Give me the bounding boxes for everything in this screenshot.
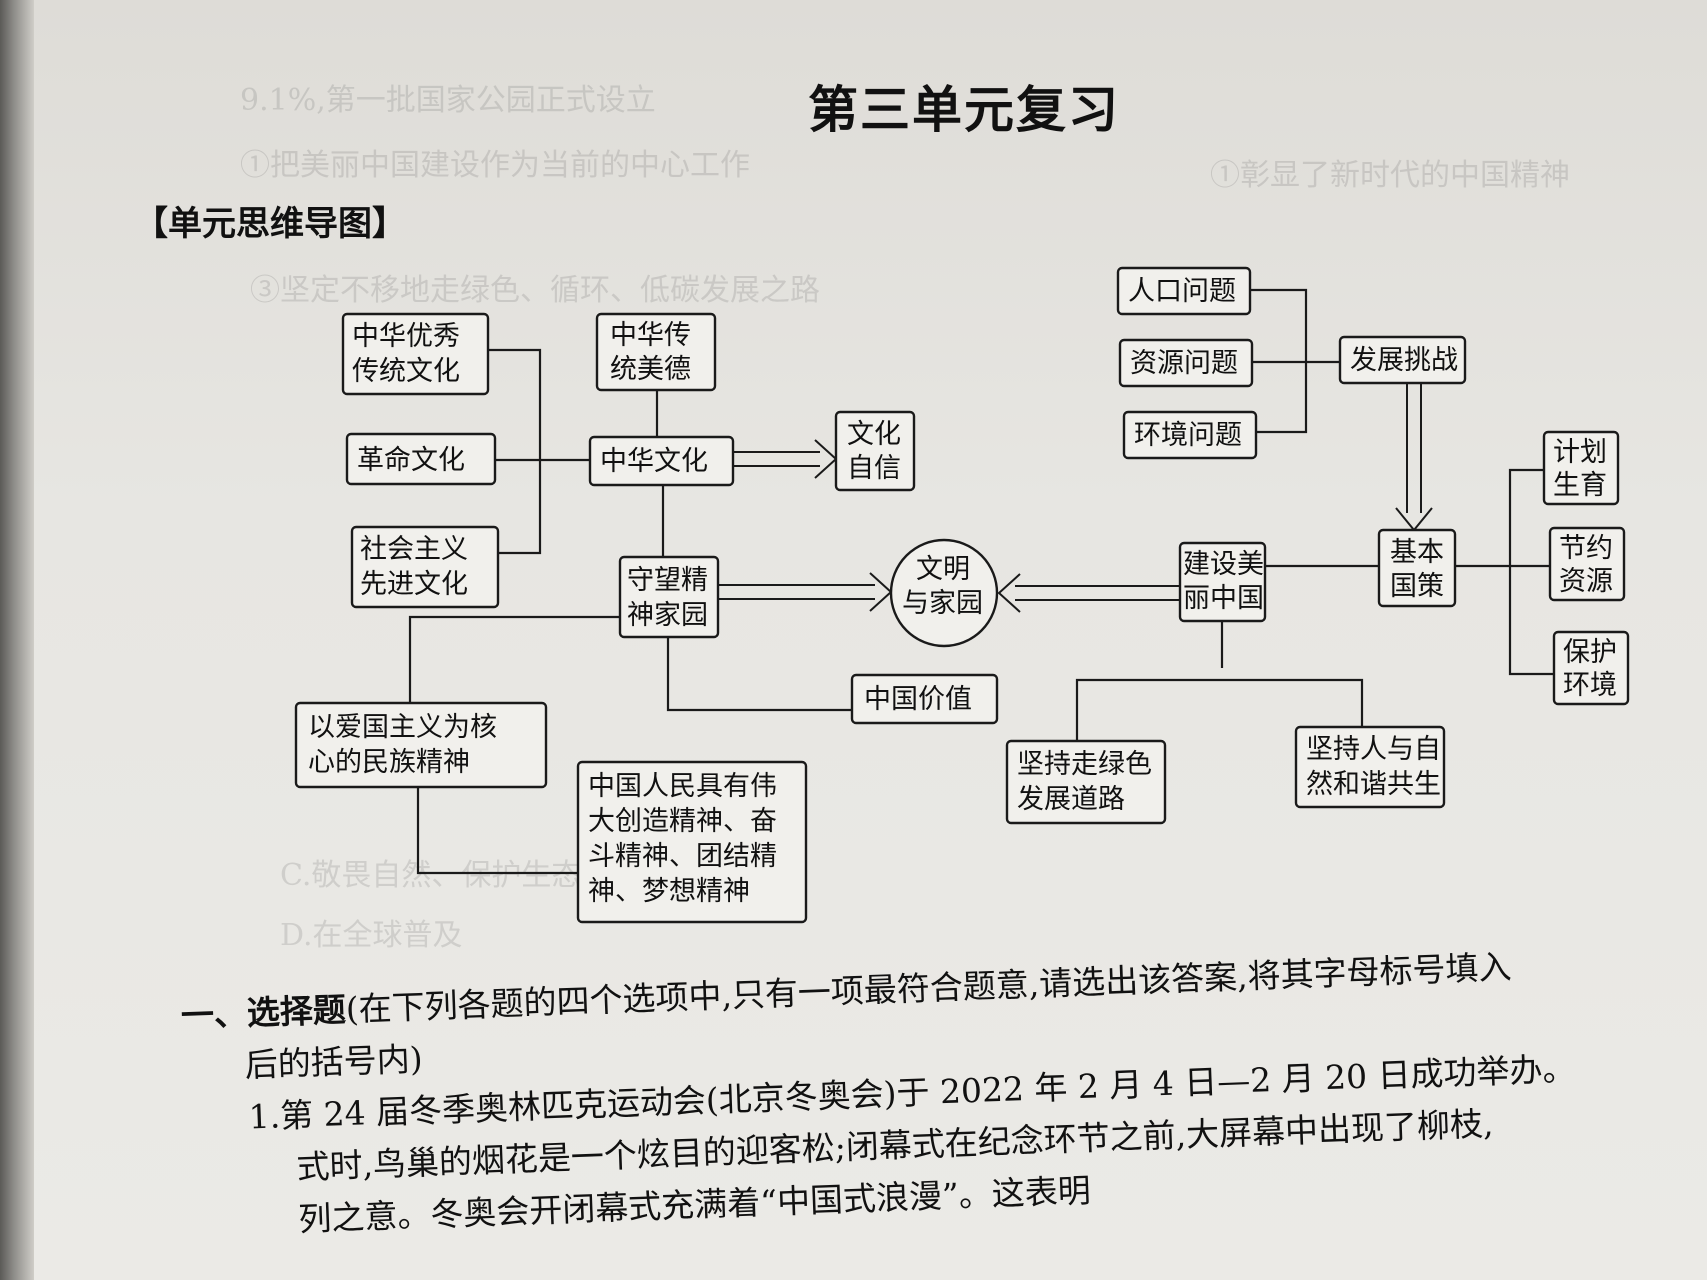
- svg-text:建设美: 建设美: [1183, 549, 1264, 580]
- node-chinese-people-spirits: 中国人民具有伟 大创造精神、奋 斗精神、团结精 神、梦想精神: [576, 760, 808, 924]
- svg-text:文化: 文化: [847, 419, 901, 450]
- node-chinese-values: 中国价值: [850, 673, 999, 725]
- svg-text:革命文化: 革命文化: [357, 445, 465, 476]
- svg-text:人口问题: 人口问题: [1128, 276, 1236, 307]
- section-heading: 【单元思维导图】: [134, 204, 406, 244]
- node-harmony-with-nature: 坚持人与自 然和谐共生: [1294, 725, 1446, 809]
- svg-text:先进文化: 先进文化: [360, 569, 468, 600]
- svg-text:节约: 节约: [1559, 533, 1613, 564]
- svg-text:传统文化: 传统文化: [352, 356, 460, 387]
- hollow-arrows: [718, 380, 1433, 613]
- svg-text:计划: 计划: [1553, 437, 1607, 468]
- svg-text:环境问题: 环境问题: [1134, 420, 1242, 451]
- svg-text:社会主义: 社会主义: [360, 534, 468, 565]
- svg-text:中华文化: 中华文化: [600, 446, 708, 477]
- node-protect-environment: 保护 环境: [1552, 630, 1630, 706]
- svg-text:资源问题: 资源问题: [1130, 348, 1238, 379]
- svg-text:以爱国主义为核: 以爱国主义为核: [308, 712, 497, 743]
- node-save-resources: 节约 资源: [1548, 526, 1626, 602]
- svg-text:资源: 资源: [1559, 566, 1613, 597]
- question-section: 一、选择题(在下列各题的四个选项中,只有一项最符合题意,请选出该答案,将其字母标…: [180, 935, 1699, 1250]
- node-socialist-advanced-culture: 社会主义 先进文化: [350, 525, 500, 609]
- svg-text:环境: 环境: [1563, 670, 1617, 701]
- svg-text:文明: 文明: [916, 554, 970, 585]
- svg-text:心的民族精神: 心的民族精神: [308, 747, 470, 778]
- node-civilization-and-home: 文明 与家园: [889, 538, 999, 648]
- svg-text:基本: 基本: [1390, 537, 1444, 568]
- svg-text:生育: 生育: [1553, 470, 1607, 501]
- svg-text:中国人民具有伟: 中国人民具有伟: [588, 771, 777, 802]
- node-build-beautiful-china: 建设美 丽中国: [1178, 541, 1267, 623]
- svg-text:中华传: 中华传: [610, 320, 691, 351]
- svg-text:斗精神、团结精: 斗精神、团结精: [588, 841, 777, 872]
- book-spine-shadow: [0, 0, 34, 1280]
- node-traditional-virtue: 中华传 统美德: [595, 312, 717, 392]
- paper-page: [34, 0, 1707, 1280]
- node-spiritual-home: 守望精 神家园: [618, 555, 720, 639]
- svg-text:然和谐共生: 然和谐共生: [1306, 769, 1441, 800]
- node-revolutionary-culture: 革命文化: [345, 432, 497, 486]
- svg-text:守望精: 守望精: [627, 565, 708, 596]
- svg-text:坚持人与自: 坚持人与自: [1306, 734, 1441, 765]
- page-title: 第三单元复习: [808, 80, 1120, 139]
- svg-text:国策: 国策: [1390, 571, 1444, 602]
- svg-text:发展道路: 发展道路: [1017, 784, 1125, 815]
- node-population-problem: 人口问题: [1116, 266, 1252, 316]
- node-family-planning: 计划 生育: [1542, 430, 1620, 506]
- node-chinese-culture: 中华文化: [588, 435, 735, 487]
- node-development-challenge: 发展挑战: [1338, 335, 1467, 385]
- svg-text:自信: 自信: [847, 453, 901, 484]
- section-label: 一、选择题: [180, 989, 347, 1035]
- node-chinese-excellent-traditional-culture: 中华优秀 传统文化: [341, 312, 490, 396]
- node-resource-problem: 资源问题: [1118, 338, 1254, 388]
- node-environment-problem: 环境问题: [1122, 410, 1258, 460]
- node-basic-state-policy: 基本 国策: [1377, 528, 1457, 608]
- svg-text:发展挑战: 发展挑战: [1350, 345, 1458, 376]
- svg-text:中国价值: 中国价值: [864, 684, 972, 715]
- svg-text:与家园: 与家园: [902, 588, 983, 619]
- node-patriotism-national-spirit: 以爱国主义为核 心的民族精神: [294, 701, 548, 789]
- svg-text:神、梦想精神: 神、梦想精神: [588, 876, 750, 907]
- svg-text:中华优秀: 中华优秀: [352, 321, 460, 352]
- node-cultural-confidence: 文化 自信: [834, 410, 916, 492]
- svg-text:丽中国: 丽中国: [1183, 583, 1264, 614]
- svg-text:统美德: 统美德: [610, 354, 691, 385]
- node-green-development-path: 坚持走绿色 发展道路: [1005, 739, 1167, 825]
- svg-text:大创造精神、奋: 大创造精神、奋: [588, 806, 777, 837]
- svg-text:保护: 保护: [1563, 637, 1617, 668]
- svg-text:坚持走绿色: 坚持走绿色: [1017, 749, 1152, 780]
- connector-lines: [408, 288, 1554, 875]
- svg-text:神家园: 神家园: [627, 600, 708, 631]
